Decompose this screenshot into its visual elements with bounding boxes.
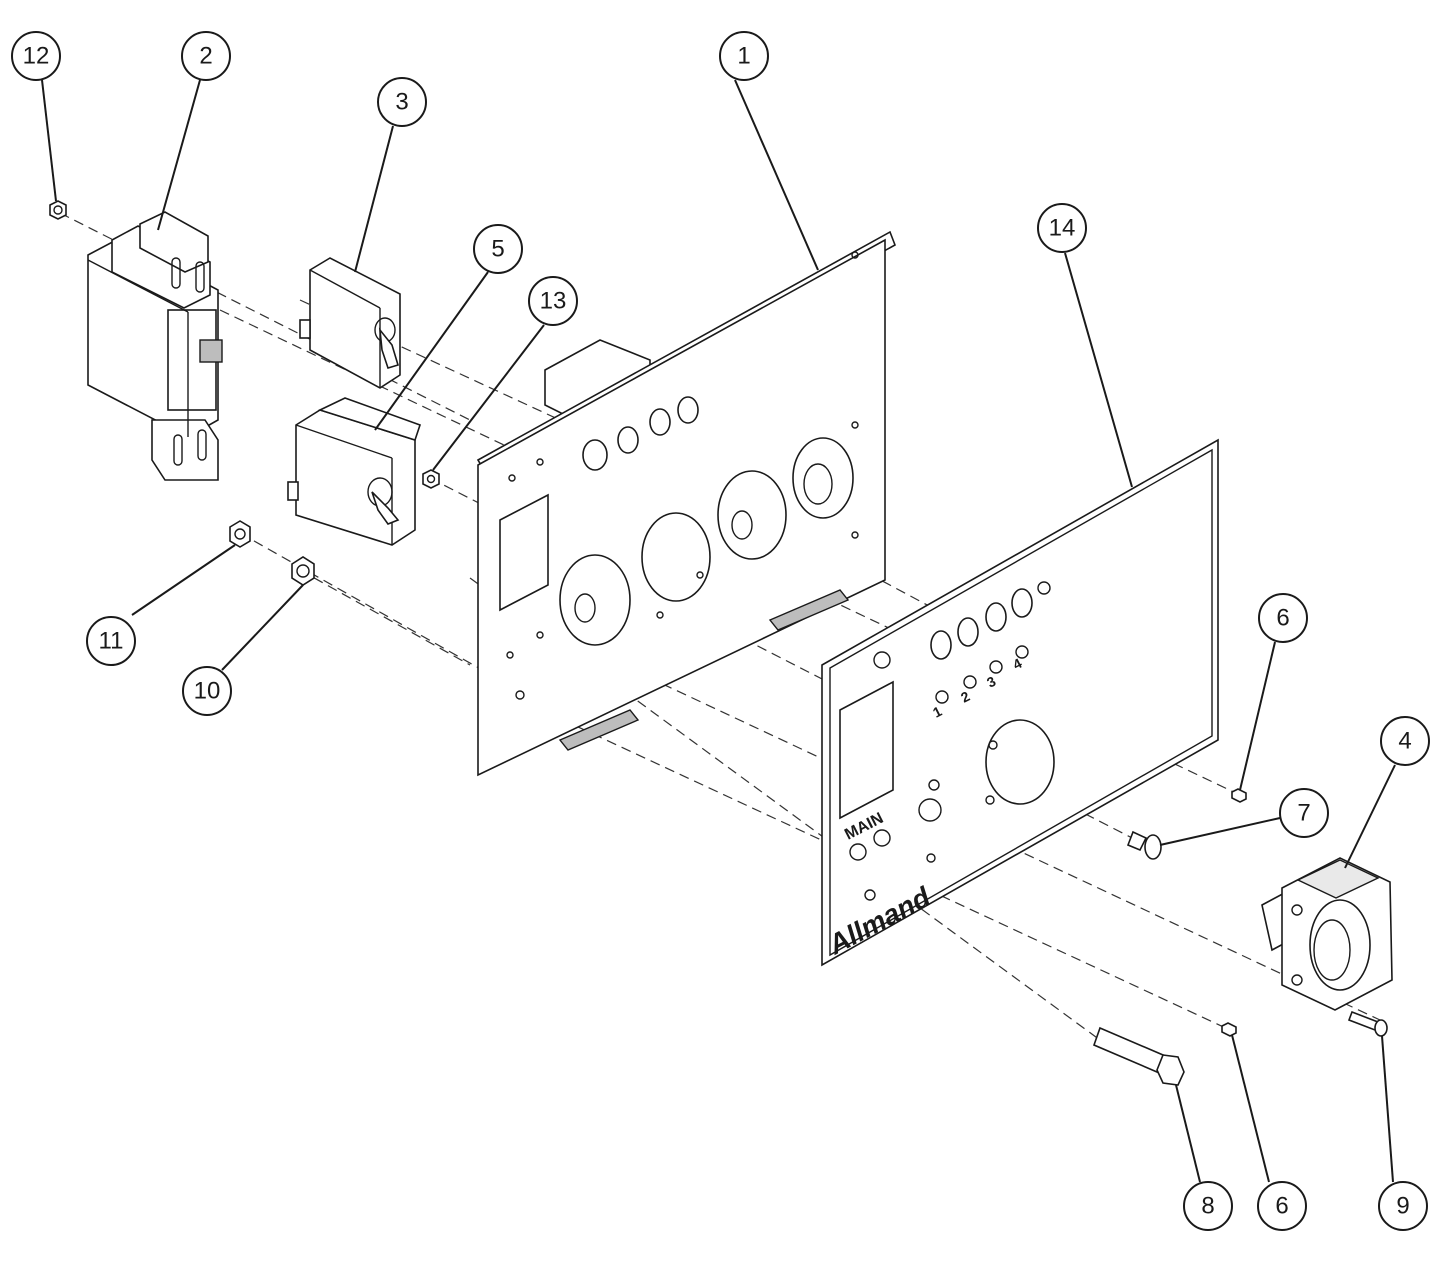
bolt-part-8: [1092, 1026, 1185, 1086]
screw-part-7: [1126, 830, 1162, 860]
circuit-breaker-part-5: [287, 397, 422, 546]
faceplate-part-14: [821, 438, 1219, 967]
hex-nut-part-11: [229, 520, 251, 548]
callout-10: 10: [182, 666, 232, 716]
callout-3: 3: [377, 77, 427, 127]
screw-part-6-upper: [1231, 788, 1247, 803]
main-breaker-part-2: [87, 211, 223, 481]
callout-6-upper-label: 6: [1276, 605, 1289, 632]
callout-10-label: 10: [194, 678, 221, 705]
callout-6-lower: 6: [1257, 1181, 1307, 1231]
callout-8: 8: [1183, 1181, 1233, 1231]
hex-nut-part-10: [291, 556, 315, 586]
callout-13-label: 13: [540, 288, 567, 315]
callout-14-label: 14: [1049, 215, 1076, 242]
callout-5-label: 5: [491, 236, 504, 263]
callout-2: 2: [181, 31, 231, 81]
callout-8-label: 8: [1201, 1193, 1214, 1220]
callout-11: 11: [86, 616, 136, 666]
hex-nut-part-12: [49, 200, 67, 220]
callout-14: 14: [1037, 203, 1087, 253]
screw-part-9: [1347, 1010, 1388, 1037]
callout-12: 12: [11, 31, 61, 81]
callout-2-label: 2: [199, 43, 212, 70]
callout-3-label: 3: [395, 89, 408, 116]
circuit-breaker-part-3: [299, 257, 401, 389]
hex-nut-part-13: [422, 469, 440, 489]
callout-9-label: 9: [1396, 1193, 1409, 1220]
callout-6-upper: 6: [1258, 593, 1308, 643]
callout-6-lower-label: 6: [1275, 1193, 1288, 1220]
callout-4-label: 4: [1398, 728, 1411, 755]
callout-7-label: 7: [1297, 800, 1310, 827]
mounting-panel-part-1: [476, 230, 896, 777]
screw-part-6-lower: [1221, 1022, 1237, 1037]
callout-leaders: [41, 79, 1396, 1183]
callout-5: 5: [473, 224, 523, 274]
receptacle-part-4: [1261, 857, 1393, 1011]
callout-11-label: 11: [99, 628, 124, 655]
callout-13: 13: [528, 276, 578, 326]
callout-4: 4: [1380, 716, 1430, 766]
callout-7: 7: [1279, 788, 1329, 838]
callout-9: 9: [1378, 1181, 1428, 1231]
callout-1: 1: [719, 31, 769, 81]
callout-12-label: 12: [23, 43, 50, 70]
callout-1-label: 1: [737, 43, 750, 70]
